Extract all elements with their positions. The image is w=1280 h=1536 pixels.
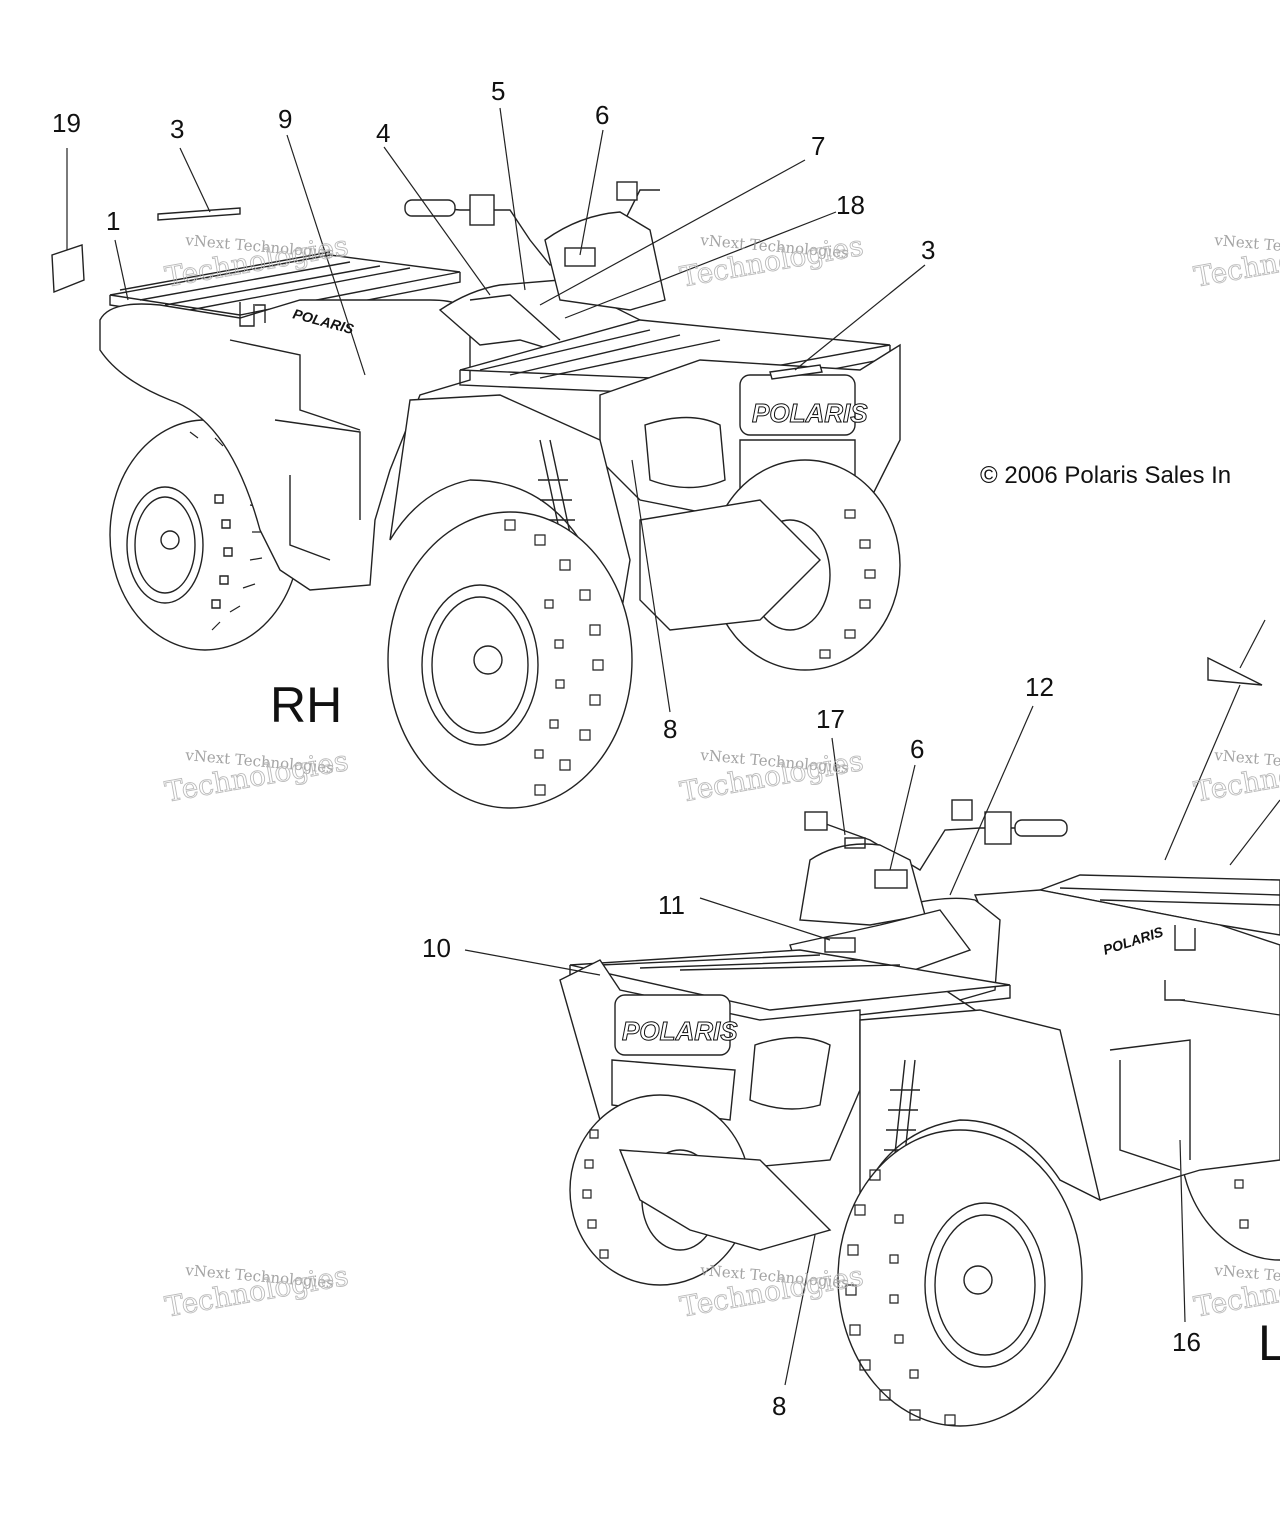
rh-skid-plate [639,499,821,631]
atv-right-hand-view: POLARIS POLARIS [51,181,901,809]
callout-10: 10 [422,933,451,963]
callout-18: 18 [836,190,865,220]
lh-shock [882,1059,920,1201]
lh-leader-lines [464,619,1280,1386]
callout-5: 5 [491,76,505,106]
lh-decal-triangle [1207,656,1263,686]
rh-front-logo: POLARIS [752,398,868,428]
callout-7: 7 [811,131,825,161]
callout-8-lh: 8 [772,1391,786,1421]
watermark-4: vNext Technologies Technologies [162,744,351,810]
callout-19: 19 [52,108,81,138]
rh-decal-3-front [769,364,823,380]
watermark-8: vNext Technologies Technologies [677,1259,866,1325]
callout-4: 4 [376,118,390,148]
callout-8: 8 [663,714,677,744]
watermark-7: vNext Technologies Technologies [162,1259,351,1325]
rh-side-label: RH [270,677,342,733]
watermark-5: vNext Technologies Technologies [677,744,866,810]
callout-9: 9 [278,104,292,134]
callout-16: 16 [1172,1327,1201,1357]
callout-3-front: 3 [921,235,935,265]
rh-shock [538,439,583,581]
rh-decal-3 [157,207,241,221]
rh-body: POLARIS [99,299,471,591]
rh-handlebar [404,181,660,266]
callout-6-lh: 6 [910,734,924,764]
lh-callouts: 17 6 12 11 10 8 16 [422,672,1201,1421]
atv-left-hand-view: POLARIS POLARIS [559,656,1280,1427]
callout-1: 1 [106,206,120,236]
lh-headlight-pod [799,837,926,926]
lh-skid-plate [618,1149,832,1251]
lh-front-near-tire [837,1129,1083,1427]
callout-11: 11 [658,890,685,920]
rh-front-near-tire [387,511,633,809]
lh-front-logo: POLARIS [622,1016,738,1046]
rh-headlight-pod [544,211,666,311]
watermark-3: vNext Technologies Technologies [1191,229,1280,295]
rh-callouts: 19 3 9 4 5 6 7 18 3 1 8 [52,76,935,744]
callout-6: 6 [595,100,609,130]
lh-handlebar [804,799,1068,871]
callout-3: 3 [170,114,184,144]
rh-decal-19 [51,244,85,294]
callout-17: 17 [816,704,845,734]
watermark-9: vNext Technologies Technologies [1191,1259,1280,1325]
rh-leader-lines [66,107,926,713]
callout-12: 12 [1025,672,1054,702]
lh-body: POLARIS [959,889,1280,1201]
watermark-6: vNext Technologies Technologies [1191,744,1280,810]
watermark-2: vNext Technologies Technologies [677,229,866,295]
lh-side-label: L [1258,1315,1280,1371]
copyright-text: © 2006 Polaris Sales In [980,462,1231,489]
